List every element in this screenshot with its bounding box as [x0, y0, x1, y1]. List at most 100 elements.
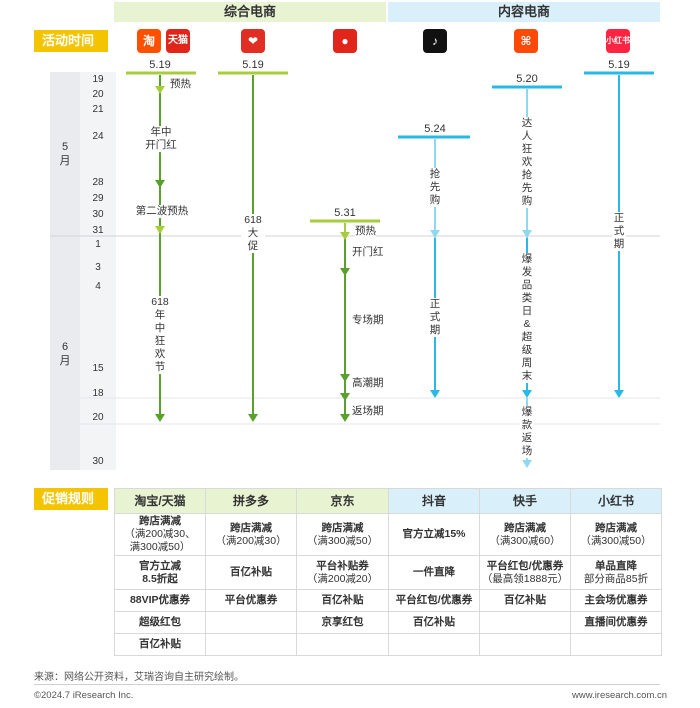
month-june: 6 月	[59, 341, 71, 367]
day-label: 4	[95, 281, 101, 292]
table-row: 跨店满减（满200减30、 满300减50） 跨店满减（满200减30） 跨店满…	[114, 513, 662, 556]
table-cell	[479, 611, 571, 634]
day-column	[80, 72, 116, 470]
day-label: 31	[92, 225, 104, 236]
jd-arrow	[340, 374, 350, 382]
kuaishou-arrow	[522, 460, 532, 468]
jd-arrow	[340, 268, 350, 276]
douyin-arrow	[430, 230, 440, 238]
kuaishou-start-date: 5.20	[516, 73, 538, 85]
table-cell: 跨店满减（满200减30）	[205, 513, 297, 556]
jd-arrow	[340, 414, 350, 422]
table-cell: 一件直降	[388, 555, 480, 590]
kuaishou-logo: ⌘	[514, 29, 538, 53]
taobao-arrow	[155, 414, 165, 422]
kuaishou-arrow	[522, 230, 532, 238]
jd-phase-label: 开门红	[352, 246, 384, 259]
table-cell: 官方立减15%	[388, 513, 480, 556]
table-cell: 平台红包/优惠券（最高领1888元）	[479, 555, 571, 590]
table-cell: 百亿补贴	[114, 633, 206, 656]
timeline-canvas	[50, 71, 660, 468]
day-label: 30	[92, 209, 104, 220]
day-label: 30	[92, 456, 104, 467]
copyright: ©2024.7 iResearch Inc.	[34, 690, 134, 701]
pdd-arrow	[248, 414, 258, 422]
table-cell: 百亿补贴	[479, 589, 571, 612]
table-cell: 超级红包	[114, 611, 206, 634]
table-cell: 平台补贴券（满200减20）	[296, 555, 389, 590]
xhs-start-date: 5.19	[608, 59, 630, 71]
taobao-phase-label: 618 年 中 狂 欢 节	[148, 296, 172, 374]
tmall-logo: 天猫	[166, 29, 190, 53]
douyin-arrow	[430, 390, 440, 398]
jd-arrow	[340, 393, 350, 401]
taobao-arrow	[155, 226, 165, 234]
douyin-start-date: 5.24	[424, 123, 446, 135]
day-label: 20	[92, 89, 104, 100]
day-label: 3	[95, 262, 101, 273]
taobao-arrow	[155, 180, 165, 188]
day-label: 24	[92, 131, 104, 142]
table-cell	[205, 611, 297, 634]
header-pdd: 拼多多	[205, 488, 297, 514]
jd-phase-label: 返场期	[352, 405, 384, 418]
day-label: 1	[95, 239, 101, 250]
table-cell	[479, 633, 571, 656]
day-label: 15	[92, 363, 104, 374]
douyin-phase-label: 抢 先 购	[428, 168, 442, 207]
pdd-phase-label: 618 大 促	[241, 214, 265, 253]
header-douyin: 抖音	[388, 488, 480, 514]
header-xhs: 小红书	[570, 488, 662, 514]
day-label: 18	[92, 388, 104, 399]
category-content: 内容电商	[388, 2, 660, 22]
header-taobao: 淘宝/天猫	[114, 488, 206, 514]
day-label: 20	[92, 412, 104, 423]
activity-time-tag: 活动时间	[34, 30, 108, 52]
day-label: 28	[92, 177, 104, 188]
table-cell: 跨店满减（满200减30、 满300减50）	[114, 513, 206, 556]
kuaishou-arrow	[522, 390, 532, 398]
table-cell: 单品直降部分商品85折	[570, 555, 662, 590]
table-cell: 跨店满减（满300减50）	[570, 513, 662, 556]
taobao-logo: 淘	[137, 29, 161, 53]
category-comprehensive: 综合电商	[114, 2, 386, 22]
promo-rules-table: 淘宝/天猫 拼多多 京东 抖音 快手 小红书 跨店满减（满200减30、 满30…	[114, 488, 662, 656]
source-note: 来源：网络公开资料，艾瑞咨询自主研究绘制。	[34, 672, 244, 683]
header-jd: 京东	[296, 488, 389, 514]
taobao-phase-label: 年中 开门红	[142, 126, 180, 152]
table-cell	[388, 633, 480, 656]
table-cell	[570, 633, 662, 656]
day-label: 29	[92, 193, 104, 204]
xiaohongshu-logo: 小红书	[606, 29, 630, 53]
taobao-phase-label: 预热	[170, 78, 191, 91]
kuaishou-phase-label: 爆 款 返 场	[520, 406, 534, 458]
table-cell: 跨店满减（满300减60）	[479, 513, 571, 556]
jd-logo: ●	[333, 29, 357, 53]
douyin-logo: ♪	[423, 29, 447, 53]
table-cell: 平台优惠券	[205, 589, 297, 612]
site-url[interactable]: www.iresearch.com.cn	[572, 690, 668, 701]
jd-arrow	[340, 232, 350, 240]
taobao-start-date: 5.19	[149, 59, 171, 71]
table-cell: 88VIP优惠券	[114, 589, 206, 612]
table-cell: 京享红包	[296, 611, 389, 634]
table-cell: 主会场优惠券	[570, 589, 662, 612]
jd-phase-label: 专场期	[352, 314, 384, 327]
kuaishou-phase-label: 达 人 狂 欢 抢 先 购	[520, 117, 534, 208]
table-cell: 百亿补贴	[388, 611, 480, 634]
day-label: 21	[92, 104, 104, 115]
taobao-phase-label: 第二波预热	[133, 205, 191, 218]
kuaishou-phase-label: 爆 发 品 类 日 & 超 级 周 末	[520, 253, 534, 383]
pinduoduo-logo: ❤	[241, 29, 265, 53]
jd-phase-label: 高潮期	[352, 377, 384, 390]
taobao-arrow	[155, 86, 165, 94]
promo-rules-tag: 促销规则	[34, 488, 108, 510]
table-row: 88VIP优惠券 平台优惠券 百亿补贴 平台红包/优惠券 百亿补贴 主会场优惠券	[114, 589, 662, 612]
pdd-start-date: 5.19	[242, 59, 264, 71]
table-row: 官方立减 8.5折起 百亿补贴 平台补贴券（满200减20） 一件直降 平台红包…	[114, 555, 662, 590]
table-cell: 平台红包/优惠券	[388, 589, 480, 612]
day-label: 19	[92, 74, 104, 85]
jd-start-date: 5.31	[334, 207, 356, 219]
xhs-phase-label: 正 式 期	[612, 212, 626, 251]
month-column	[50, 72, 80, 470]
